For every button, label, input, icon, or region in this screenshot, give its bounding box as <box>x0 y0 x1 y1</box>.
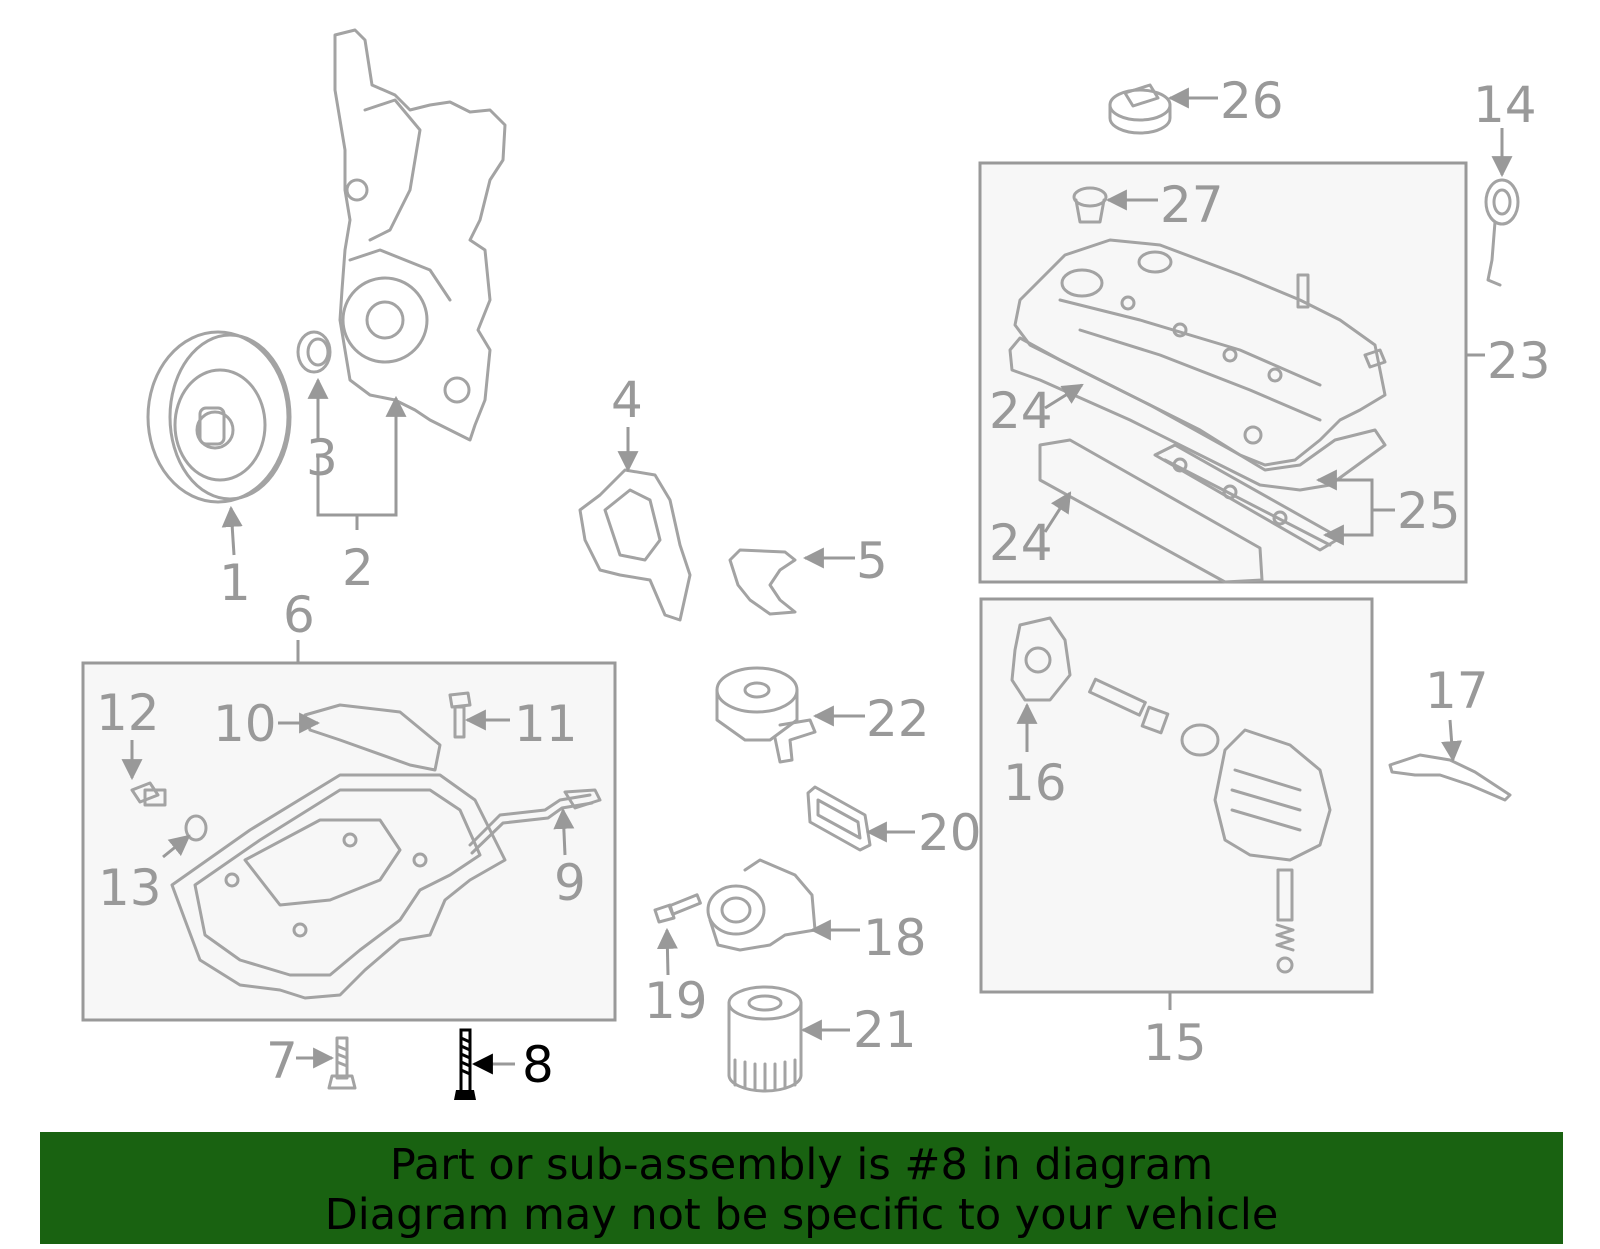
callout-23[interactable]: 23 <box>1487 332 1551 390</box>
callout-2[interactable]: 2 <box>342 539 374 597</box>
part-bolt-19 <box>653 893 702 924</box>
callout-8[interactable]: 8 <box>522 1036 554 1094</box>
callout-19[interactable]: 19 <box>644 972 708 1030</box>
callout-13[interactable]: 13 <box>98 859 162 917</box>
part-gasket-20 <box>806 785 872 852</box>
part-rear-seal-housing <box>578 468 692 622</box>
part-oil-pan <box>170 773 507 1000</box>
part-oil-filler-cap <box>1108 83 1172 135</box>
part-pump-gasket <box>1010 616 1072 702</box>
part-drain-plug <box>130 781 167 807</box>
part-washer-13 <box>184 814 208 842</box>
callout-21[interactable]: 21 <box>853 1001 917 1059</box>
callout-3[interactable]: 3 <box>306 429 338 487</box>
callout-5[interactable]: 5 <box>856 532 888 590</box>
callout-26[interactable]: 26 <box>1220 72 1284 130</box>
part-bolt-11 <box>448 691 472 739</box>
part-bolt-8[interactable] <box>454 1028 476 1100</box>
leader-lines <box>121 87 1513 1075</box>
part-oil-pump <box>1088 677 1332 974</box>
callout-20[interactable]: 20 <box>918 804 982 862</box>
part-front-seal <box>296 330 332 374</box>
part-timing-cover <box>333 28 507 442</box>
callout-25[interactable]: 25 <box>1397 482 1461 540</box>
banner-line-2: Diagram may not be specific to your vehi… <box>324 1190 1279 1240</box>
part-oil-cooler <box>715 666 817 764</box>
callout-6[interactable]: 6 <box>283 586 315 644</box>
part-dipstick <box>1484 178 1520 287</box>
part-bolt-7 <box>327 1036 357 1090</box>
callout-22[interactable]: 22 <box>866 690 930 748</box>
part-oil-filter <box>727 985 803 1093</box>
callout-15[interactable]: 15 <box>1143 1014 1207 1072</box>
callout-labels: 1 2 3 4 5 6 7 8 9 10 11 12 13 14 15 16 1… <box>96 72 1551 1094</box>
part-crank-pulley <box>146 330 292 504</box>
group-box-15 <box>979 597 1374 994</box>
callout-4[interactable]: 4 <box>611 371 643 429</box>
part-baffle <box>728 548 797 616</box>
callout-27[interactable]: 27 <box>1160 176 1224 234</box>
info-banner: Part or sub-assembly is #8 in diagram Di… <box>40 1132 1563 1244</box>
callout-10[interactable]: 10 <box>213 695 277 753</box>
callout-18[interactable]: 18 <box>863 909 927 967</box>
callout-9[interactable]: 9 <box>554 854 586 912</box>
banner-line-1: Part or sub-assembly is #8 in diagram <box>389 1140 1214 1190</box>
callout-7[interactable]: 7 <box>266 1032 298 1090</box>
part-dipstick-tube <box>468 788 602 855</box>
callout-11[interactable]: 11 <box>514 695 578 753</box>
callout-17[interactable]: 17 <box>1425 662 1489 720</box>
part-bracket-17 <box>1388 753 1512 802</box>
callout-24a[interactable]: 24 <box>989 382 1053 440</box>
callout-1[interactable]: 1 <box>219 554 251 612</box>
callout-24b[interactable]: 24 <box>989 514 1053 572</box>
callout-12[interactable]: 12 <box>96 684 160 742</box>
callout-16[interactable]: 16 <box>1003 754 1067 812</box>
part-oil-filter-housing <box>706 858 817 952</box>
callout-14[interactable]: 14 <box>1473 76 1537 134</box>
part-valve-cover-gasket <box>1008 336 1387 584</box>
